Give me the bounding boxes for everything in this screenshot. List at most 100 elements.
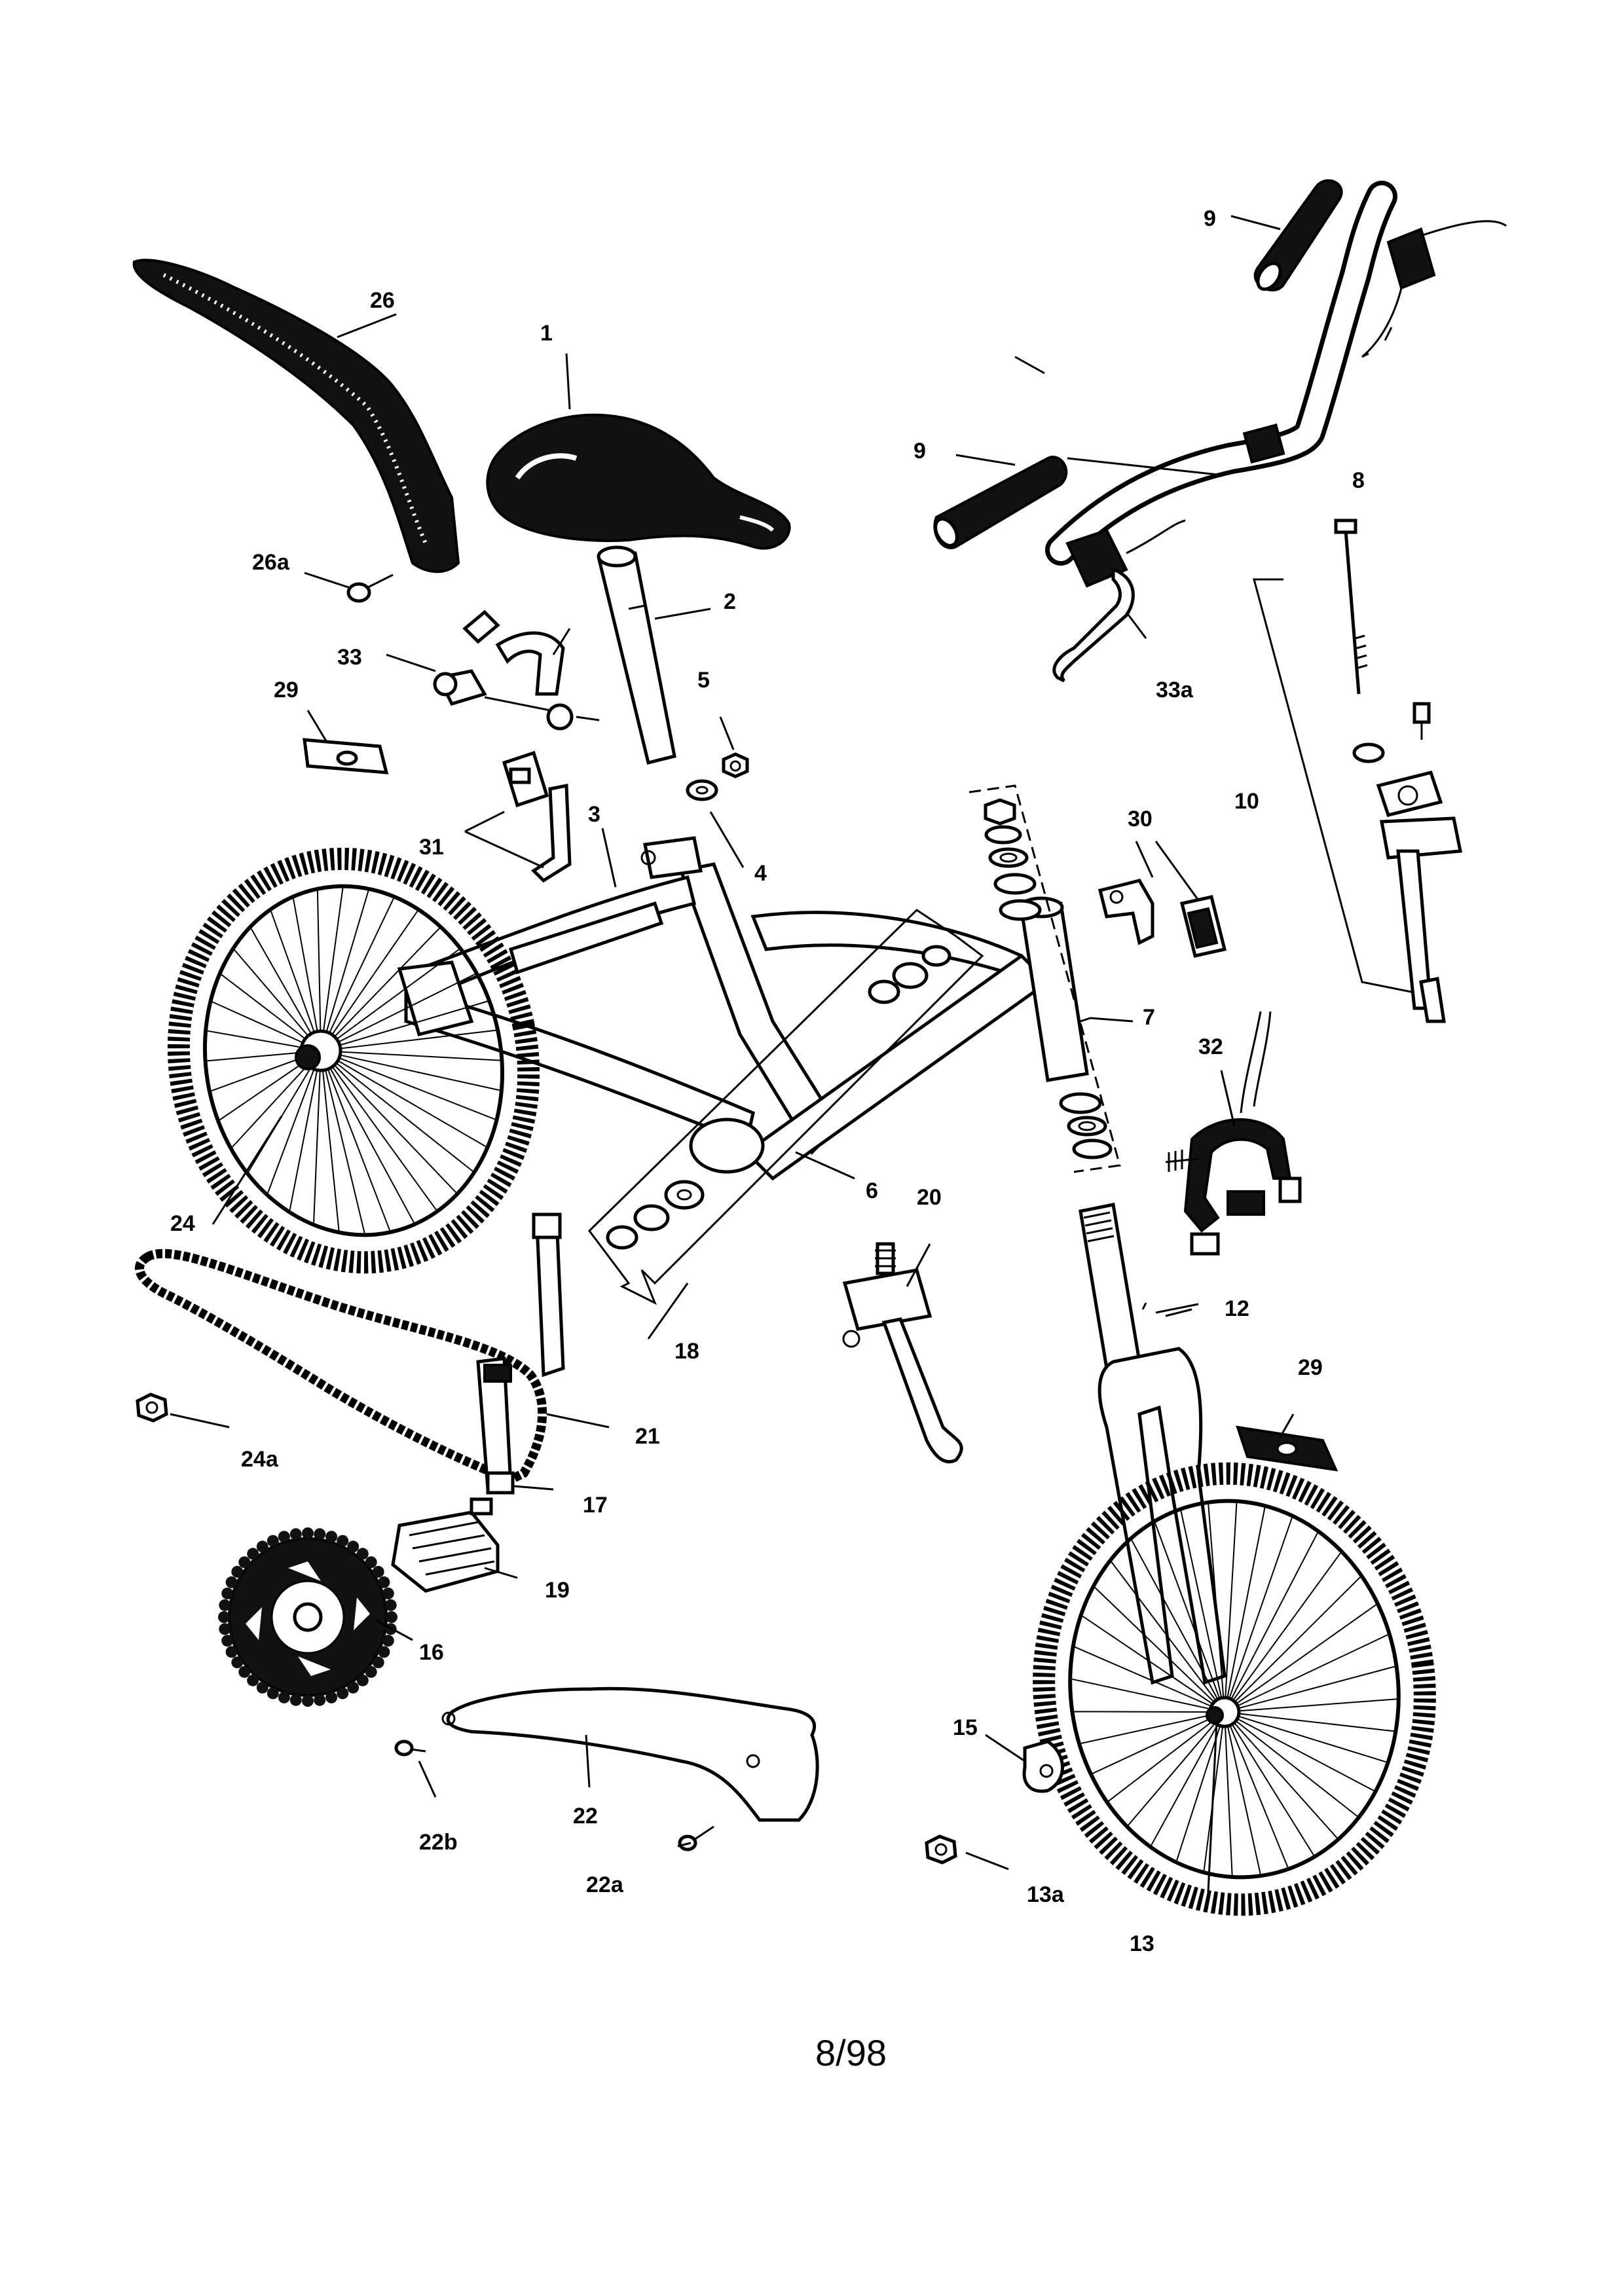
spoke	[320, 1050, 365, 1233]
spoke	[320, 1050, 473, 1172]
chainwheel-tooth	[337, 1687, 349, 1700]
spoke	[1224, 1711, 1386, 1763]
spoke	[320, 1050, 500, 1091]
seat-post	[597, 545, 676, 765]
chainwheel-tooth	[347, 1681, 360, 1694]
spoke	[320, 1050, 457, 1194]
spoke	[1224, 1711, 1394, 1732]
callout-17: 17	[583, 1493, 608, 1518]
chainwheel-tooth	[386, 1611, 397, 1623]
chainwheel-tooth	[219, 1599, 231, 1611]
spoke	[320, 1050, 415, 1223]
spoke	[320, 890, 369, 1051]
chainwheel-tooth	[384, 1599, 397, 1611]
chainwheel-tooth	[382, 1587, 394, 1599]
callout-2: 2	[724, 589, 736, 614]
callout-12: 12	[1225, 1296, 1249, 1321]
callout-13: 13	[1130, 1931, 1154, 1956]
spoke	[320, 949, 460, 1051]
spoke	[1154, 1523, 1225, 1713]
spoke	[267, 1050, 322, 1194]
callout-6: 6	[866, 1178, 878, 1203]
chain-guard-rear-screw	[394, 1740, 426, 1757]
callout-20: 20	[917, 1185, 942, 1210]
callout-13a: 13a	[1027, 1882, 1065, 1907]
seat	[486, 413, 791, 550]
spoke	[1203, 1711, 1225, 1871]
spoke	[234, 949, 322, 1051]
spoke	[1075, 1646, 1225, 1713]
chainwheel-tooth	[267, 1687, 279, 1700]
chainwheel-tooth	[314, 1528, 326, 1540]
chainwheel-tooth	[365, 1556, 377, 1569]
spoke	[1074, 1711, 1225, 1713]
chainwheel-tooth	[378, 1646, 390, 1658]
spoke	[320, 1050, 487, 1148]
handlebar	[1045, 181, 1397, 566]
callout-5: 5	[697, 668, 710, 693]
spoke	[320, 888, 344, 1051]
chainwheel-tooth	[225, 1576, 238, 1588]
chainwheel-tooth	[382, 1635, 394, 1647]
callout-10: 10	[1234, 789, 1259, 814]
spoke	[320, 1050, 437, 1211]
chainwheel-tooth	[372, 1656, 384, 1669]
callout-26: 26	[370, 288, 395, 313]
callout-29-lower: 29	[1298, 1355, 1323, 1380]
chainwheel-tooth	[247, 1674, 259, 1686]
callout-18: 18	[674, 1339, 699, 1364]
spoke	[1080, 1711, 1225, 1744]
safety-washer	[1022, 1740, 1064, 1793]
callout-30: 30	[1128, 807, 1153, 831]
front-brake	[1165, 1011, 1302, 1256]
spoke	[1224, 1533, 1318, 1713]
spoke	[1094, 1587, 1225, 1713]
chainwheel-tooth	[221, 1587, 234, 1599]
chainwheel-tooth	[238, 1666, 251, 1678]
spoke	[320, 1050, 500, 1061]
callout-19: 19	[545, 1578, 570, 1603]
chainwheel-tooth	[347, 1540, 360, 1553]
spoke	[1108, 1711, 1225, 1802]
chainwheel-tooth	[256, 1540, 268, 1553]
rear-reflector-bracket	[502, 750, 572, 883]
callout-24: 24	[170, 1211, 195, 1236]
chainwheel-tooth	[231, 1565, 244, 1578]
callout-29-upper: 29	[274, 678, 299, 702]
chainwheel-tooth	[238, 1556, 251, 1569]
chainwheel-tooth	[325, 1691, 338, 1704]
rear-wheel	[167, 847, 540, 1274]
chain	[135, 1248, 547, 1485]
frame	[397, 836, 1089, 1181]
spoke	[320, 974, 475, 1051]
rear-brake	[433, 610, 600, 731]
spoke	[1224, 1666, 1395, 1713]
callout-16: 16	[419, 1640, 444, 1665]
fender-screw	[346, 574, 394, 603]
fork	[1079, 1203, 1227, 1685]
brake-lever	[1361, 220, 1507, 358]
chainwheel-tooth	[225, 1646, 238, 1658]
crank	[476, 1212, 565, 1495]
front-wheel	[1033, 1462, 1436, 1916]
callout-22: 22	[573, 1804, 598, 1829]
brake-lever	[1052, 519, 1186, 683]
callout-7: 7	[1143, 1005, 1155, 1030]
spoke	[1180, 1510, 1225, 1713]
reflector	[303, 738, 389, 774]
spoke	[1224, 1711, 1358, 1817]
callout-31: 31	[419, 835, 444, 860]
front-reflector-bracket	[1098, 879, 1227, 958]
spoke	[1128, 1711, 1225, 1826]
chainwheel-tooth	[231, 1656, 244, 1669]
leader-lines	[170, 215, 1295, 1893]
chainwheel-tooth	[289, 1528, 302, 1540]
spoke	[1092, 1711, 1225, 1774]
spoke	[320, 911, 418, 1051]
chainwheel-tooth	[337, 1535, 349, 1547]
chainwheel-tooth	[314, 1694, 326, 1706]
callout-9-lower: 9	[913, 439, 926, 464]
chainwheel	[218, 1527, 397, 1707]
spoke	[293, 898, 322, 1051]
